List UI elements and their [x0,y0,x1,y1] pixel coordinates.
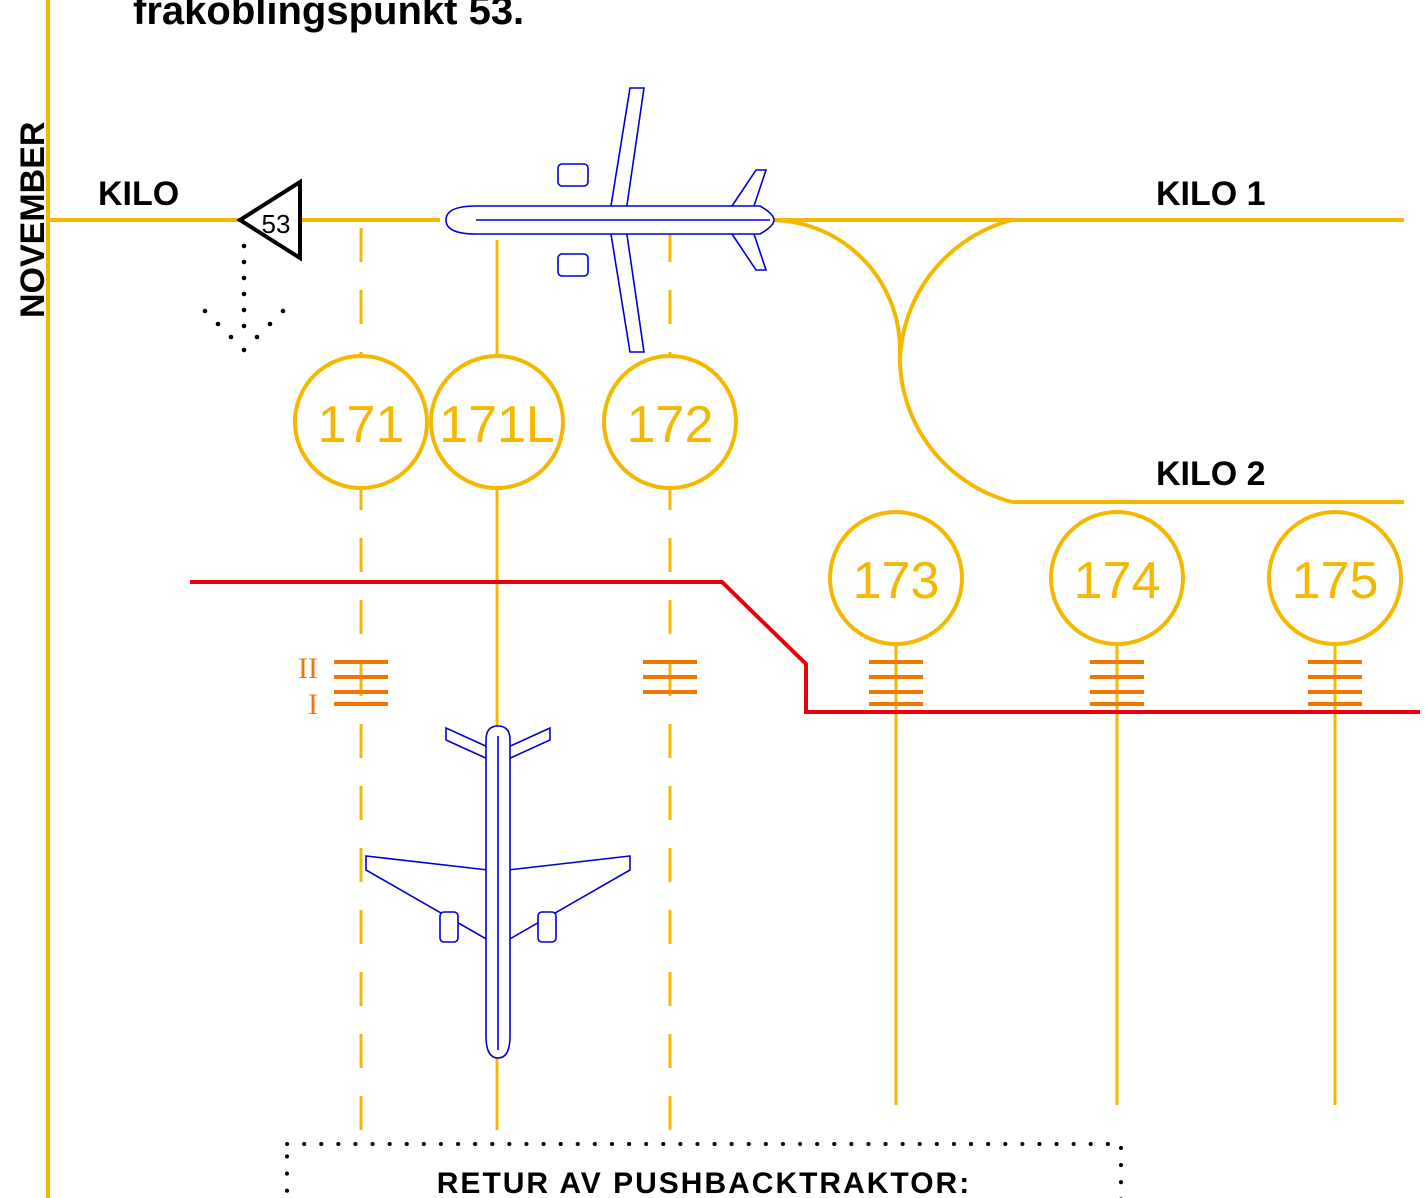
stand-label-172: 172 [627,396,714,454]
stand-label-174: 174 [1074,552,1161,610]
stop-bar-172 [643,660,697,694]
stand-175: 175 [1267,510,1403,646]
stand-label-175: 175 [1292,552,1379,610]
stand-label-173: 173 [853,552,940,610]
aircraft-parked-icon [365,725,631,1059]
taxiway-label-kilo2: KILO 2 [1156,455,1266,493]
stop-bar-173 [869,660,923,706]
disconnect-point-53: 53 [236,178,302,262]
aircraft-taxiing-icon [445,87,775,353]
stop-bar-175 [1308,660,1362,706]
stand-label-171: 171 [318,396,405,454]
notice-box: RETUR AV PUSHBACKTRAKTOR: [285,1142,1123,1198]
stand-172: 172 [602,354,738,490]
disconnect-point-label: 53 [262,209,291,239]
stop-bar-171 [334,660,388,706]
stand-label-171L: 171L [439,396,555,454]
taxiway-label-kilo: KILO [98,175,179,213]
taxiway-label-november: NOVEMBER [14,122,52,318]
red-safety-line [190,580,1420,714]
stand-173: 173 [828,510,964,646]
stand-171L: 171L [429,354,565,490]
notice-title: RETUR AV PUSHBACKTRAKTOR: [437,1167,971,1198]
stand-171: 171 [293,354,429,490]
header-text: frakoblingspunkt 53. [133,0,524,33]
stop-bars [334,660,1362,706]
taxiway-label-kilo1: KILO 1 [1156,175,1266,213]
stop-bar-174 [1090,660,1144,706]
dotted-arrow [202,243,286,353]
stop-bar-label-II: II [298,652,318,685]
stand-174: 174 [1049,510,1185,646]
stop-bar-label-I: I [308,688,318,721]
taxiway-kilo [48,218,1404,504]
